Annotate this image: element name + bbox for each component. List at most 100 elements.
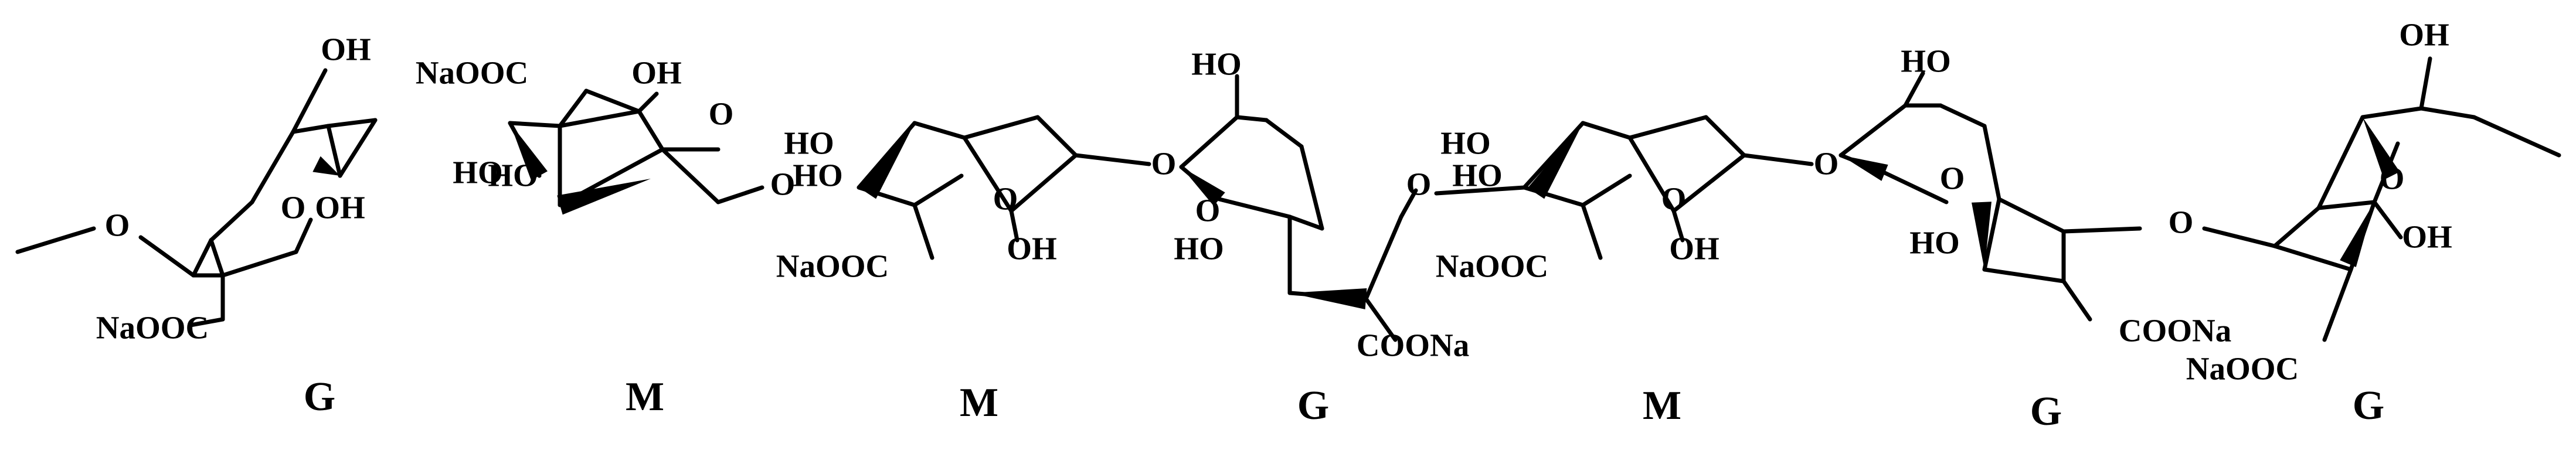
bond-line-18 bbox=[637, 109, 665, 152]
bond-line-2 bbox=[191, 238, 213, 278]
bond-line-37 bbox=[1009, 209, 1019, 243]
atom-label-oh: OH bbox=[2399, 17, 2449, 53]
bond-line-58 bbox=[1581, 203, 1603, 260]
atom-label-ho: HO bbox=[453, 155, 503, 190]
bond-line-22 bbox=[637, 91, 659, 114]
bond-line-33 bbox=[912, 173, 964, 207]
bond-line-5 bbox=[291, 124, 331, 134]
bond-line-15 bbox=[188, 317, 225, 328]
atom-label-naooc: NaOOC bbox=[776, 248, 889, 284]
wedge-bond-5 bbox=[1290, 288, 1367, 309]
bond-line-38 bbox=[1073, 153, 1151, 166]
bond-line-83 bbox=[2419, 56, 2432, 111]
bond-line-11 bbox=[291, 68, 328, 134]
bond-line-28 bbox=[857, 121, 917, 190]
bond-line-21 bbox=[584, 88, 641, 114]
wedge-bond-6 bbox=[1527, 123, 1583, 199]
atom-label-o: O bbox=[1940, 161, 1965, 196]
bond-line-49 bbox=[1364, 296, 1398, 342]
atom-label-o: O bbox=[1814, 146, 1839, 182]
atom-label-ho: HO bbox=[784, 125, 834, 161]
wedge-bond-2 bbox=[557, 179, 651, 215]
bond-line-82 bbox=[2472, 115, 2561, 158]
bond-line-63 bbox=[1742, 153, 1814, 166]
bond-line-79 bbox=[2316, 115, 2365, 210]
bond-line-40 bbox=[1235, 115, 1269, 122]
atom-label-ho: HO bbox=[1909, 225, 1960, 261]
bond-line-88 bbox=[2322, 267, 2353, 342]
atom-label-o: O bbox=[281, 190, 306, 226]
atom-label-o: O bbox=[993, 181, 1018, 217]
bond-line-16 bbox=[508, 121, 562, 128]
bond-line-66 bbox=[1938, 103, 1987, 128]
bond-line-34 bbox=[912, 203, 934, 260]
bond-line-30 bbox=[962, 115, 1040, 140]
bond-line-42 bbox=[1299, 144, 1324, 231]
atom-label-naooc: NaOOC bbox=[2186, 351, 2299, 387]
atom-label-ho: HO bbox=[1440, 125, 1491, 161]
bond-line-62 bbox=[1434, 185, 1527, 196]
atom-label-ho: HO bbox=[1174, 231, 1224, 267]
bond-line-27 bbox=[716, 185, 764, 204]
wedge-bond-0 bbox=[312, 156, 340, 176]
atom-label-o: O bbox=[1151, 146, 1177, 182]
bond-line-55 bbox=[1704, 115, 1746, 158]
bond-line-31 bbox=[1035, 115, 1078, 158]
bond-line-39 bbox=[1179, 115, 1239, 169]
bond-line-61 bbox=[1671, 209, 1685, 243]
wedge-bond-4 bbox=[1181, 167, 1225, 206]
atom-label-oh: OH bbox=[321, 32, 371, 67]
unit-label-4: M bbox=[1643, 383, 1681, 428]
bond-line-69 bbox=[1903, 71, 1925, 108]
bond-line-4 bbox=[250, 129, 295, 204]
wedge-bond-10 bbox=[2340, 202, 2374, 267]
atom-label-ho: HO bbox=[793, 158, 843, 193]
wedge-bond-8 bbox=[1972, 202, 1992, 270]
unit-label-1: M bbox=[626, 374, 664, 420]
bond-line-3 bbox=[209, 200, 254, 243]
atom-label-o: O bbox=[1661, 181, 1687, 217]
bond-line-68 bbox=[1997, 197, 2066, 234]
atom-label-ho: HO bbox=[1191, 46, 1242, 82]
bond-line-52 bbox=[1522, 121, 1585, 190]
bond-line-6 bbox=[326, 124, 342, 178]
unit-label-2: M bbox=[960, 380, 998, 425]
atom-label-coona: COONa bbox=[2119, 313, 2232, 349]
bond-line-54 bbox=[1627, 115, 1708, 140]
bond-line-85 bbox=[2372, 200, 2403, 240]
atom-label-ho: HO bbox=[1452, 158, 1503, 193]
bond-line-0 bbox=[15, 226, 96, 254]
bond-line-78 bbox=[2272, 206, 2321, 248]
bond-line-72 bbox=[1982, 197, 2001, 272]
bond-line-59 bbox=[1627, 135, 1676, 213]
atom-label-ho: HO bbox=[1901, 43, 1951, 79]
atom-label-oh: OH bbox=[2402, 219, 2452, 255]
unit-label-5: G bbox=[2030, 389, 2062, 434]
atom-label-o: O bbox=[105, 207, 130, 243]
bond-line-51 bbox=[1399, 188, 1418, 219]
bond-line-57 bbox=[1581, 173, 1632, 207]
bond-line-81 bbox=[2419, 106, 2476, 120]
bond-line-20 bbox=[558, 88, 589, 128]
bond-line-8 bbox=[209, 238, 225, 278]
wedge-bond-7 bbox=[1841, 155, 1888, 181]
bond-line-60 bbox=[1671, 153, 1746, 213]
bond-line-45 bbox=[1217, 197, 1292, 219]
bond-line-1 bbox=[138, 235, 196, 278]
bond-line-17 bbox=[558, 109, 641, 128]
bond-line-46 bbox=[1287, 214, 1324, 231]
atom-label-o: O bbox=[1195, 193, 1221, 228]
atom-label-ho: HO bbox=[488, 158, 538, 193]
atom-label-o: O bbox=[2380, 161, 2405, 196]
bond-line-89 bbox=[2272, 244, 2353, 272]
bond-line-41 bbox=[1264, 118, 1304, 149]
bond-line-35 bbox=[962, 135, 1014, 213]
bond-line-77 bbox=[2202, 226, 2277, 248]
bond-lines bbox=[15, 56, 2561, 342]
bond-line-53 bbox=[1581, 121, 1632, 140]
atom-label-oh: OH bbox=[631, 55, 682, 91]
atom-label-oh: OH bbox=[1669, 231, 1719, 267]
bond-line-74 bbox=[2061, 279, 2092, 322]
atom-label-naooc: NaOOC bbox=[96, 310, 209, 346]
